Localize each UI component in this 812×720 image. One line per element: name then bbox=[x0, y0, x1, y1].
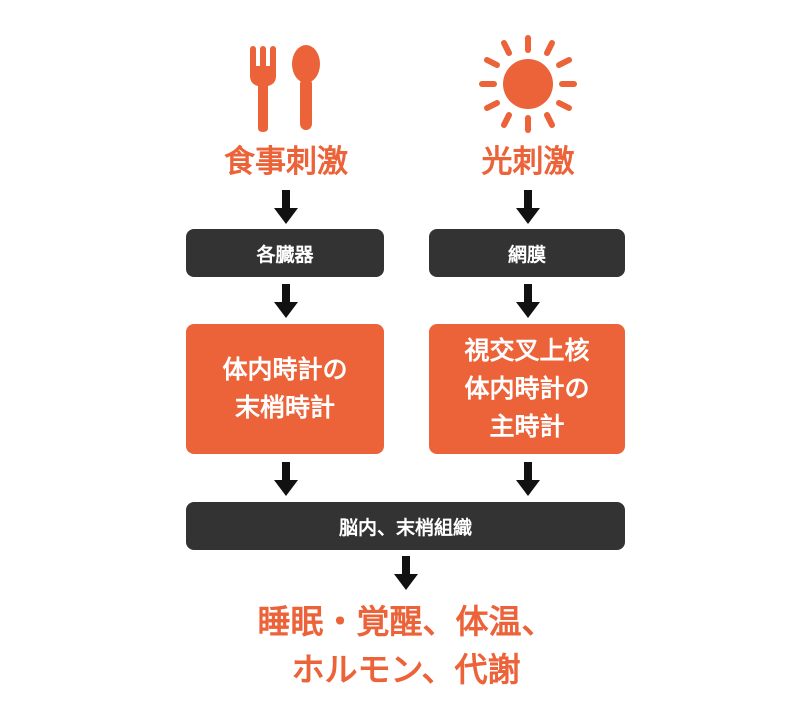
arrow-down-icon bbox=[274, 462, 298, 496]
arrow-down-icon bbox=[274, 284, 298, 318]
outcome-line2: ホルモン、代謝 bbox=[291, 650, 521, 689]
retina-label: 網膜 bbox=[507, 243, 546, 266]
organs-label: 各臓器 bbox=[256, 243, 314, 266]
arrow-down-icon bbox=[394, 556, 418, 590]
fork-spoon-icon bbox=[250, 45, 320, 132]
arrow-down-icon bbox=[516, 190, 540, 224]
outcome-line1: 睡眠・覚醒、体温、 bbox=[257, 602, 555, 641]
master-clock-box: 視交叉上核 体内時計の 主時計 bbox=[429, 324, 625, 454]
brain-peripheral-tissue-box: 脳内、末梢組織 bbox=[186, 502, 625, 550]
peripheral-clock-line2: 末梢時計 bbox=[234, 393, 335, 422]
master-clock-line2: 体内時計の bbox=[464, 374, 590, 403]
sun-icon bbox=[479, 35, 577, 133]
arrow-down-icon bbox=[274, 190, 298, 224]
brain-peripheral-tissue-label: 脳内、末梢組織 bbox=[338, 516, 472, 539]
organs-box: 各臓器 bbox=[186, 229, 384, 277]
master-clock-line1: 視交叉上核 bbox=[464, 336, 590, 365]
outcome-text: 睡眠・覚醒、体温、 ホルモン、代謝 bbox=[156, 598, 656, 694]
retina-box: 網膜 bbox=[429, 229, 625, 277]
peripheral-clock-box: 体内時計の 末梢時計 bbox=[186, 324, 384, 454]
meal-stimulus-label: 食事刺激 bbox=[224, 144, 348, 180]
arrow-down-icon bbox=[516, 462, 540, 496]
master-clock-line3: 主時計 bbox=[489, 412, 565, 441]
peripheral-clock-line1: 体内時計の bbox=[222, 355, 348, 384]
light-stimulus-label: 光刺激 bbox=[481, 144, 575, 180]
arrow-down-icon bbox=[516, 284, 540, 318]
